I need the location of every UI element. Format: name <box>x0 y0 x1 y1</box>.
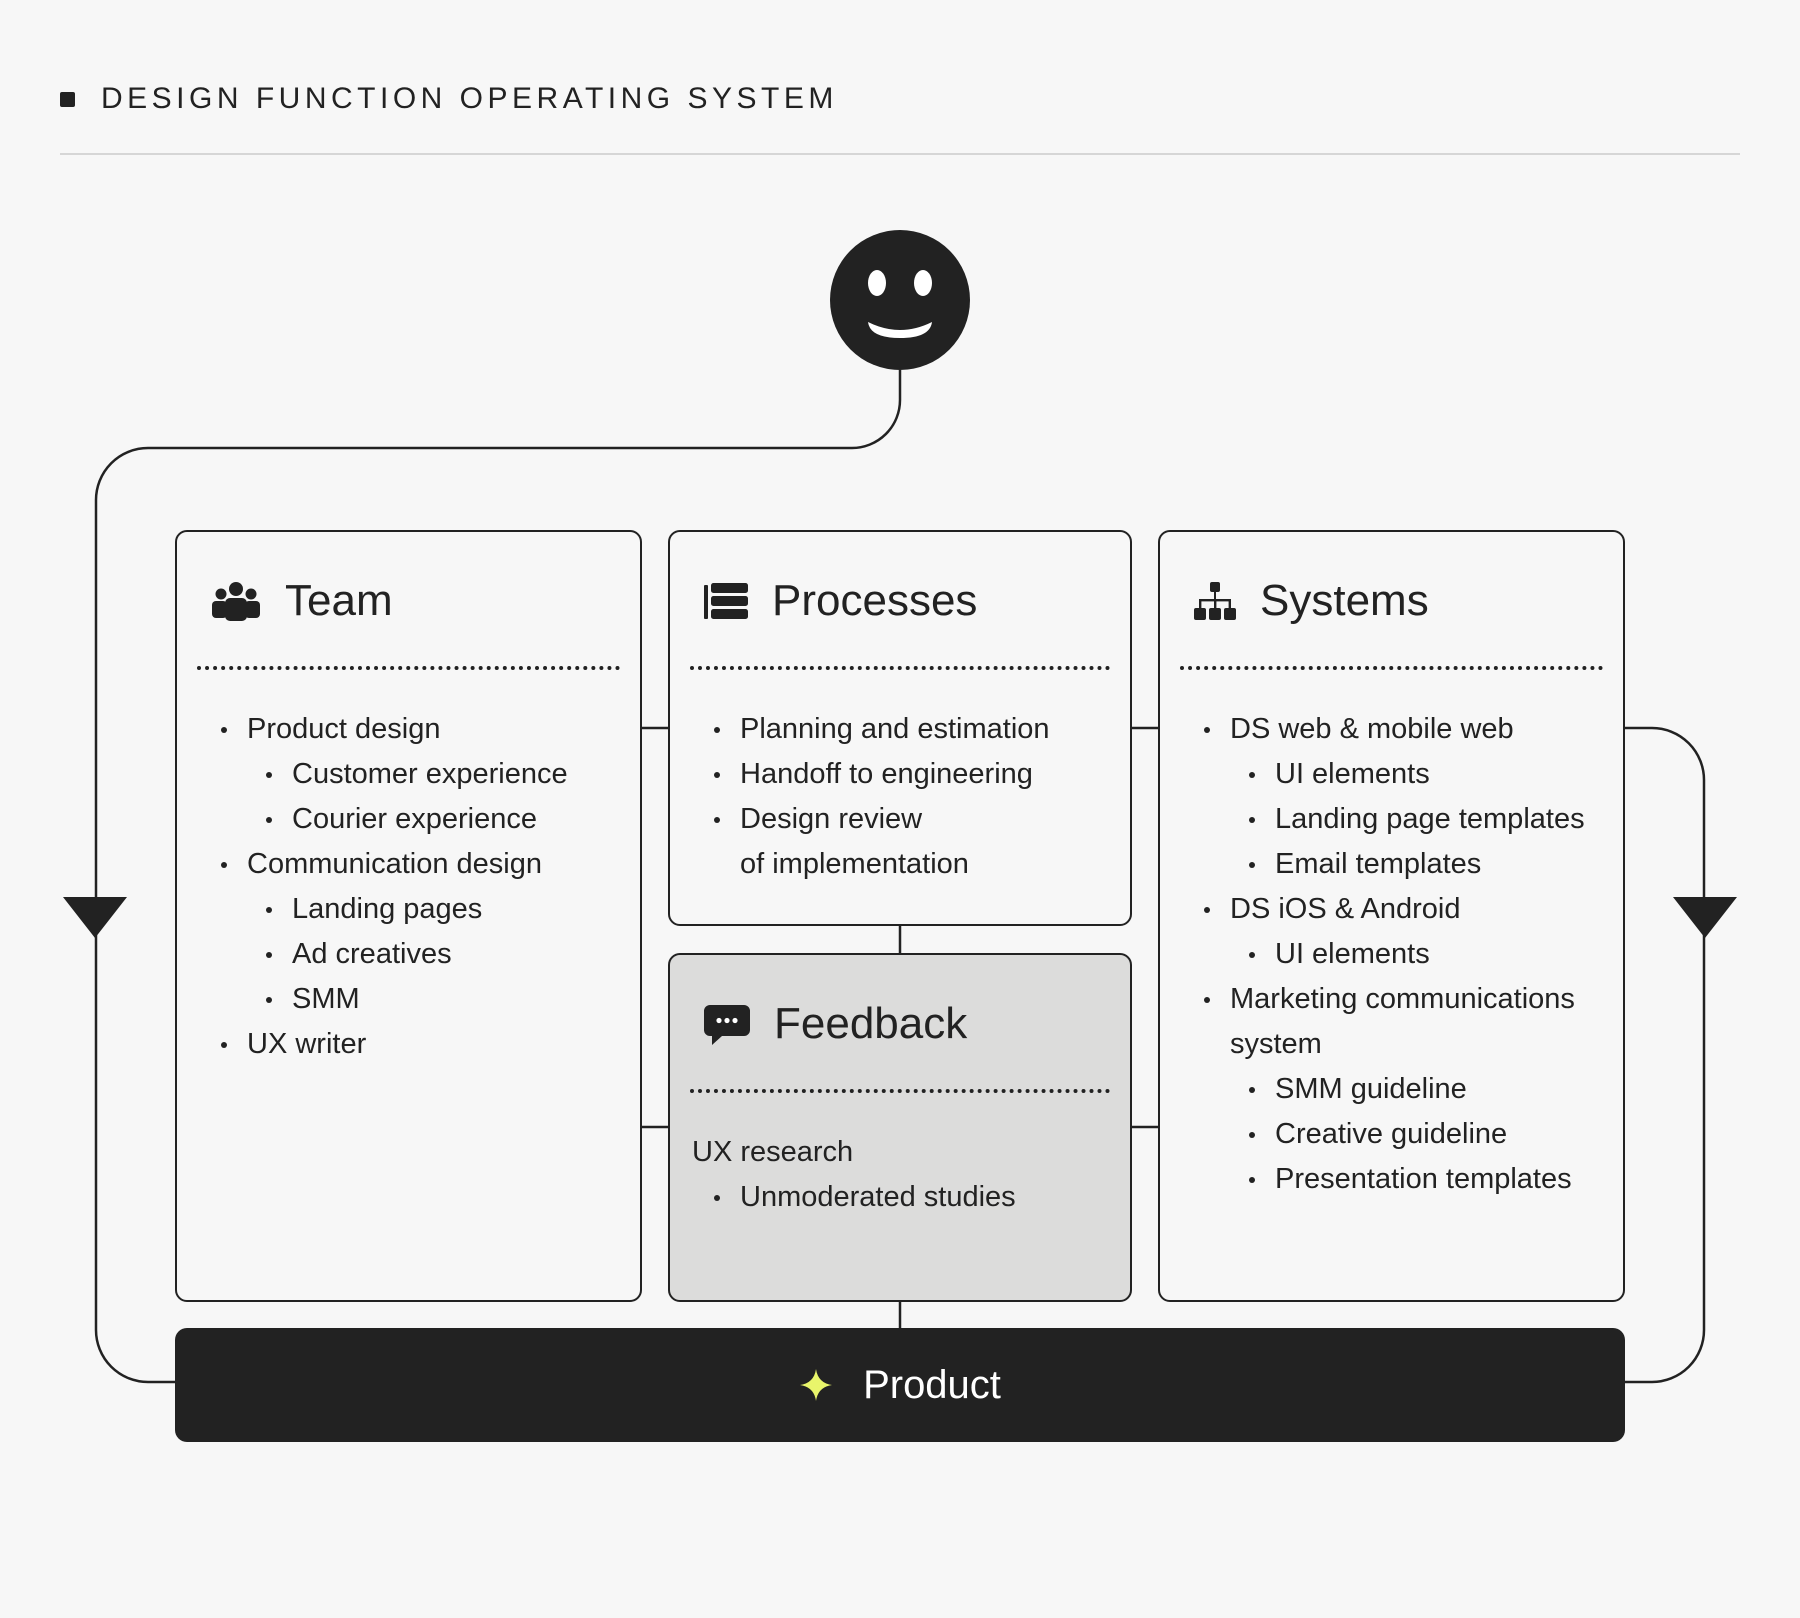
list-item: Product design <box>217 707 568 752</box>
processes-card: Processes Planning and estimation Handof… <box>668 530 1132 926</box>
feedback-list: UX research Unmoderated studies <box>692 1130 1016 1220</box>
product-label: Product <box>863 1362 1001 1407</box>
connector-user-to-team <box>94 370 902 1384</box>
header-divider <box>60 153 1740 155</box>
list-item: Customer experience <box>262 752 568 797</box>
list-item: Creative guideline <box>1245 1112 1585 1157</box>
list-item: SMM <box>262 977 568 1022</box>
feedback-card-header: Feedback <box>704 999 967 1049</box>
list-item: UX writer <box>217 1022 568 1067</box>
processes-card-title: Processes <box>772 576 978 625</box>
feedback-card-divider <box>690 1089 1110 1093</box>
list-item: Email templates <box>1245 842 1585 887</box>
list-item: UX research <box>692 1136 854 1168</box>
list-item: Unmoderated studies <box>710 1175 1016 1220</box>
team-card: Team Product design Customer experience … <box>175 530 642 1302</box>
feedback-card: Feedback UX research Unmoderated studies <box>668 953 1132 1302</box>
list-item: Presentation templates <box>1245 1157 1585 1202</box>
systems-card-divider <box>1180 666 1603 670</box>
systems-card-header: Systems <box>1194 576 1429 626</box>
list-item: Landing pages <box>262 887 568 932</box>
processes-card-divider <box>690 666 1110 670</box>
processes-card-header: Processes <box>704 576 977 626</box>
list-item: Communication design <box>217 842 568 887</box>
list-item: Landing page templates <box>1245 797 1585 842</box>
systems-card: Systems DS web & mobile web UI elements … <box>1158 530 1625 1302</box>
list-item: UI elements <box>1245 932 1585 977</box>
list-item: system <box>1230 1028 1322 1060</box>
product-bar: Product <box>175 1328 1625 1442</box>
people-group-icon <box>212 582 260 621</box>
smiley-face-icon <box>830 230 970 370</box>
team-card-title: Team <box>285 576 393 625</box>
systems-list: DS web & mobile web UI elements Landing … <box>1200 707 1585 1202</box>
chat-bubble-icon <box>704 1005 750 1045</box>
feedback-card-title: Feedback <box>774 999 968 1048</box>
list-item: Planning and estimation <box>710 707 1050 752</box>
list-item: Marketing communications <box>1200 977 1585 1022</box>
list-item: DS web & mobile web <box>1200 707 1585 752</box>
systems-card-title: Systems <box>1260 576 1429 625</box>
team-list: Product design Customer experience Couri… <box>217 707 568 1067</box>
list-item: Ad creatives <box>262 932 568 977</box>
team-card-divider <box>197 666 620 670</box>
list-item: UI elements <box>1245 752 1585 797</box>
list-item: Courier experience <box>262 797 568 842</box>
list-item: of implementation <box>740 848 969 880</box>
team-card-header: Team <box>211 576 393 626</box>
list-item: Design review <box>710 797 1050 842</box>
connector-systems-to-product <box>1625 726 1706 1384</box>
page-title: DESIGN FUNCTION OPERATING SYSTEM <box>101 82 838 115</box>
square-bullet-icon <box>60 91 75 107</box>
list-stack-icon <box>704 583 748 619</box>
sparkle-star-icon <box>800 1369 833 1401</box>
arrow-down-right <box>1673 897 1737 938</box>
processes-list: Planning and estimation Handoff to engin… <box>710 707 1050 887</box>
list-item: Handoff to engineering <box>710 752 1050 797</box>
page-header: DESIGN FUNCTION OPERATING SYSTEM <box>60 82 838 116</box>
arrow-down-left <box>63 897 127 938</box>
hierarchy-tree-icon <box>1194 582 1236 620</box>
list-item: SMM guideline <box>1245 1067 1585 1112</box>
list-item: DS iOS & Android <box>1200 887 1585 932</box>
